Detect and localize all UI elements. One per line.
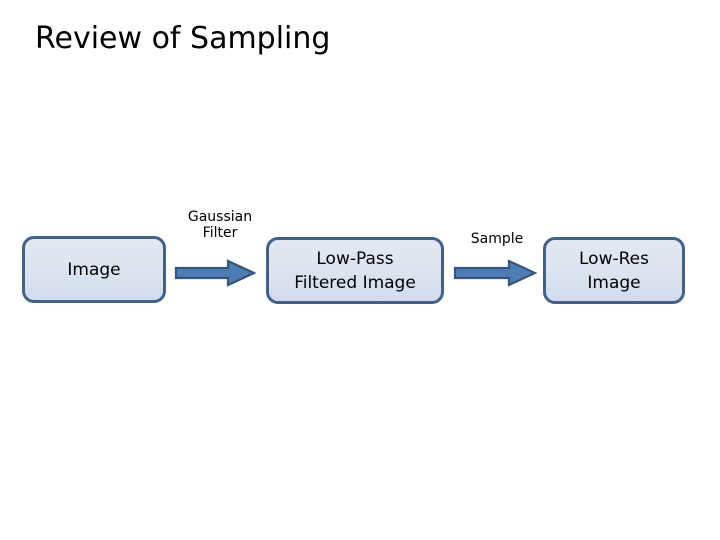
flow-box-image[interactable]: Image (22, 236, 166, 303)
arrow-label-gaussian-filter: Gaussian Filter (187, 209, 253, 241)
flow-box-low-pass-label: Low-Pass Filtered Image (294, 248, 416, 293)
flow-box-low-pass-filtered-image[interactable]: Low-Pass Filtered Image (266, 237, 444, 304)
page-title: Review of Sampling (35, 21, 331, 56)
arrow-label-sample: Sample (470, 231, 524, 247)
arrow-right-icon-sample (453, 259, 537, 287)
flow-box-image-label: Image (67, 259, 121, 280)
flow-box-low-res-label: Low-Res Image (579, 248, 649, 293)
flow-box-low-res-image[interactable]: Low-Res Image (543, 237, 685, 304)
arrow-right-icon-gaussian-filter (174, 259, 256, 287)
